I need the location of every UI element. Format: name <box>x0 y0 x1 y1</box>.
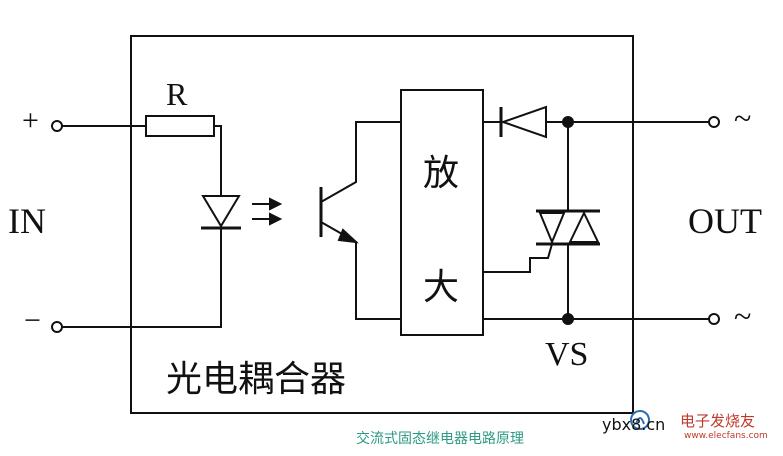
output-diode-symbol <box>499 105 547 139</box>
watermark-brand: 电子发烧友 <box>680 412 756 430</box>
amplifier-label-top: 放 <box>423 153 460 194</box>
triac-symbol <box>483 209 600 273</box>
amplifier-label-bottom: 大 <box>423 267 460 308</box>
input-minus-terminal <box>51 321 63 333</box>
watermark-url: www.elecfans.com <box>684 431 768 441</box>
watermark-site: ybx8.cn <box>602 415 666 434</box>
tilde-top: ~ <box>734 100 752 136</box>
plus-sign: + <box>22 104 39 137</box>
output-top-terminal <box>708 116 720 128</box>
relay-enclosure <box>130 35 634 414</box>
input-label: IN <box>8 201 46 241</box>
output-bottom-terminal <box>708 313 720 325</box>
switch-label: VS <box>545 336 589 373</box>
resistor-r <box>145 115 215 137</box>
input-plus-terminal <box>51 120 63 132</box>
diagram-caption: 交流式固态继电器电路原理 <box>356 431 524 447</box>
output-label: OUT <box>688 201 762 241</box>
light-arrows-icon <box>252 197 283 226</box>
phototransistor-symbol <box>319 121 401 320</box>
junction-bottom <box>562 313 574 325</box>
tilde-bottom: ~ <box>734 298 752 334</box>
amplifier-block <box>400 89 484 336</box>
elecfans-logo-icon <box>630 410 650 430</box>
led-to-minus-wire <box>62 239 222 328</box>
coupler-label: 光电耦合器 <box>166 359 347 400</box>
resistor-to-led-wire <box>214 125 222 196</box>
minus-sign: − <box>24 304 41 337</box>
led-symbol <box>201 195 241 239</box>
resistor-label: R <box>166 76 188 112</box>
